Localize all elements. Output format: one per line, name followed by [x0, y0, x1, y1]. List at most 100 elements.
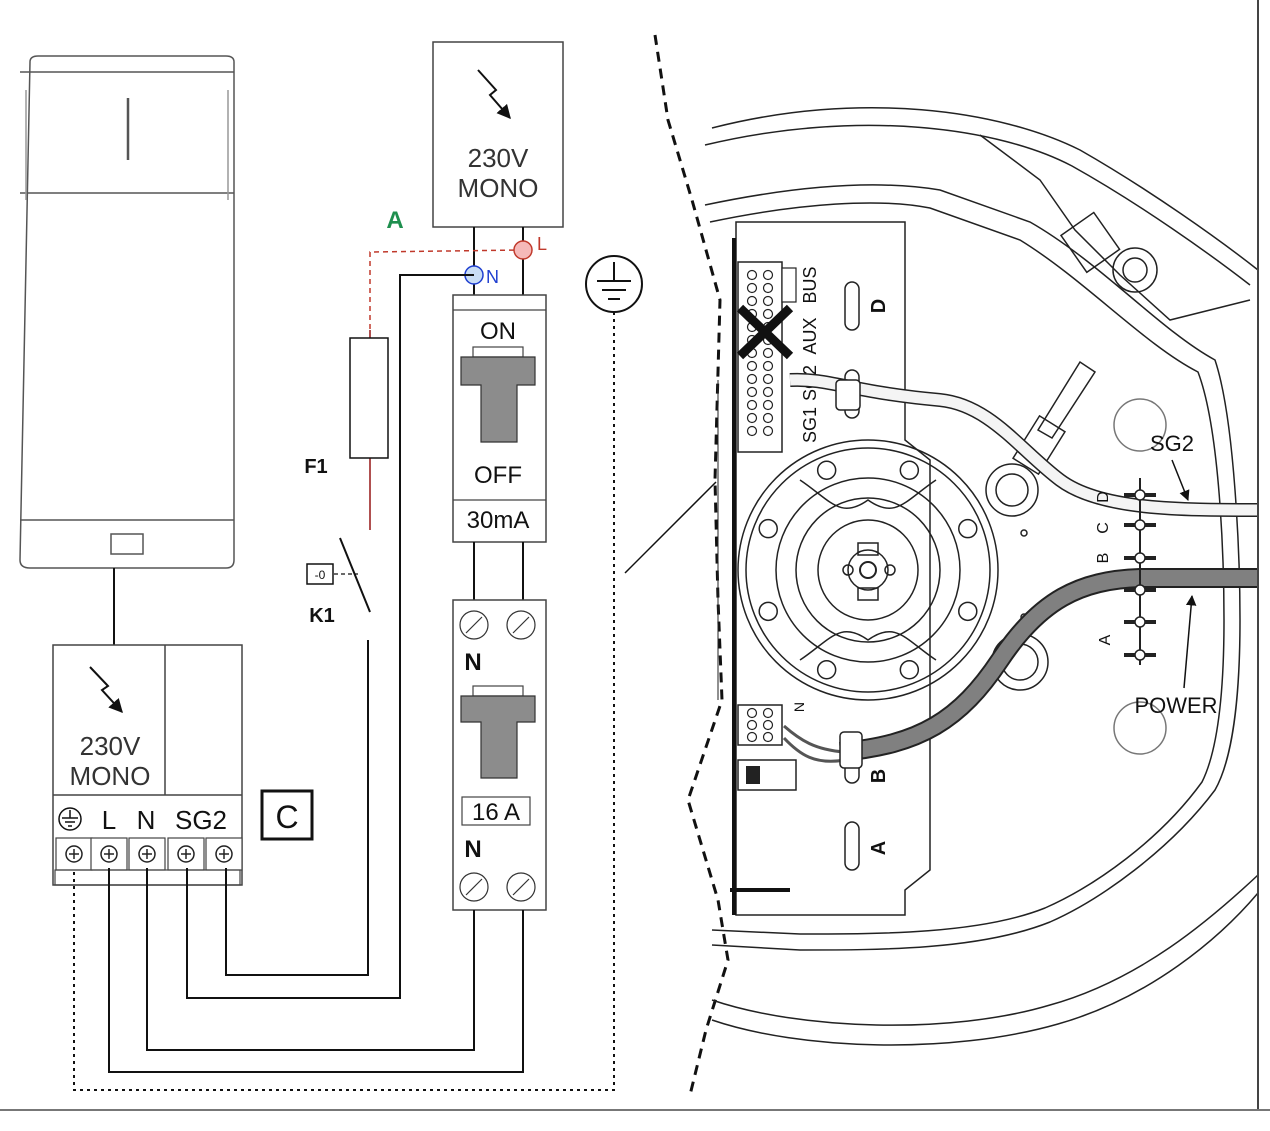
flange-bolt — [958, 518, 978, 539]
terminal-screw — [746, 707, 758, 719]
cable-slots — [844, 281, 860, 871]
relay-k1-contact — [339, 537, 371, 613]
fuse-f1 — [349, 337, 389, 459]
relay-k1-label: K1 — [309, 605, 335, 627]
terminal-block — [55, 837, 243, 871]
clamp-rail — [1124, 478, 1156, 665]
sg2-cable-clamp — [835, 379, 861, 411]
power-terminal-block — [737, 704, 797, 791]
terminal-screw — [762, 386, 774, 398]
rcd-off-label: OFF — [474, 462, 522, 489]
supply-phase-label: MONO — [458, 173, 539, 203]
heater-phase-label: MONO — [70, 761, 151, 791]
terminal-screw — [746, 399, 758, 411]
control-terminal-block — [736, 261, 797, 453]
terminal-screw — [746, 412, 758, 424]
power-cable-clamp — [839, 731, 863, 769]
terminal-n-label: N — [137, 805, 156, 835]
terminal-sg1-label: SG1 — [800, 407, 820, 443]
screw-terminal-4 — [167, 837, 205, 871]
clamp-a-label: A — [1097, 634, 1114, 645]
terminal-screw — [746, 269, 758, 281]
screw-terminal-3 — [128, 837, 166, 871]
relay-to-sg2-wire — [225, 640, 369, 976]
fuse-f1-label: F1 — [304, 456, 327, 478]
blocked-terminal-cross-icon — [736, 304, 794, 360]
terminal-screw — [762, 295, 774, 307]
heating-element-flange — [737, 439, 999, 701]
mounting-plate — [717, 221, 931, 916]
flange-bolt — [816, 660, 837, 680]
power-callout-label: POWER — [1134, 693, 1217, 718]
earth-ground-icon — [585, 255, 643, 313]
neutral-output-wire — [146, 868, 475, 1051]
power-terminal-n-label: N — [791, 702, 807, 712]
flange-bolt — [899, 460, 920, 480]
earth-dashed-wire — [73, 312, 615, 1091]
power-supply: 230V MONO — [432, 41, 564, 228]
terminal-screw — [762, 719, 774, 731]
terminal-screw — [762, 308, 774, 320]
flange-bolt — [758, 518, 778, 539]
terminal-screw — [746, 360, 758, 372]
mcb-rating-label: 16 A — [472, 799, 520, 826]
neutral-to-sg2-wire — [186, 274, 474, 999]
lightning-icon — [89, 666, 123, 714]
terminal-screw — [746, 282, 758, 294]
terminal-screw — [762, 347, 774, 359]
terminal-screw — [762, 282, 774, 294]
heater-body-outline — [704, 107, 1259, 1046]
power-cable-cores — [783, 724, 846, 754]
detail-leader-line — [624, 481, 717, 574]
mcb-breaker: N 16 A N — [452, 599, 547, 911]
terminal-screw — [762, 707, 774, 719]
terminal-screw — [762, 373, 774, 385]
terminal-screw — [746, 373, 758, 385]
terminal-l-label: L — [102, 805, 116, 835]
supply-voltage-label: 230V — [468, 143, 529, 173]
terminal-screw — [762, 425, 774, 437]
screw-terminal-2 — [90, 837, 128, 871]
terminal-screw — [762, 412, 774, 424]
neutral-point-label: N — [486, 267, 499, 287]
clamp-b-label: B — [1095, 553, 1112, 564]
heater-voltage-label: 230V — [80, 731, 141, 761]
live-point-marker — [513, 240, 533, 260]
terminal-screw — [762, 360, 774, 372]
power-callout-arrow — [1183, 594, 1197, 689]
terminal-screw — [746, 731, 758, 743]
point-a-label: A — [386, 207, 403, 234]
live-output-wire — [108, 868, 524, 1073]
clamp-d-label: D — [1095, 491, 1112, 503]
terminal-screw — [746, 719, 758, 731]
terminal-screw — [746, 425, 758, 437]
terminal-screw — [762, 731, 774, 743]
connector-c-label: C — [275, 799, 298, 835]
terminal-aux-label: AUX — [800, 317, 820, 354]
flange-bolt — [958, 601, 978, 622]
terminal-bus-label: BUS — [800, 266, 820, 303]
sg2-callout-arrow — [1171, 459, 1190, 501]
terminal-screw — [746, 295, 758, 307]
mcb-toggle-lever — [460, 695, 536, 779]
connector-c-box — [260, 789, 314, 841]
screw-terminal-1 — [55, 837, 93, 871]
clamp-c-label: C — [1095, 522, 1112, 534]
sg2-callout-label: SG2 — [1150, 431, 1194, 456]
slot-d-label: D — [868, 299, 890, 313]
power-cable — [839, 570, 1258, 760]
terminal-screw — [746, 386, 758, 398]
terminal-screw — [762, 399, 774, 411]
mcb-n-top-label: N — [464, 649, 481, 676]
live-dashed-wire — [369, 249, 524, 330]
terminal-screw — [762, 269, 774, 281]
slot-a-label: A — [868, 841, 890, 855]
heater-terminal-box: 230V MONO L N SG2 C — [52, 644, 314, 886]
detail-cut-line — [653, 34, 730, 1096]
rcd-on-label: ON — [480, 318, 516, 345]
water-heater-illustration — [19, 55, 235, 569]
flange-bolt — [758, 601, 778, 622]
rcd-breaker: ON OFF 30mA — [452, 294, 547, 543]
rcd-toggle-lever — [460, 356, 536, 443]
